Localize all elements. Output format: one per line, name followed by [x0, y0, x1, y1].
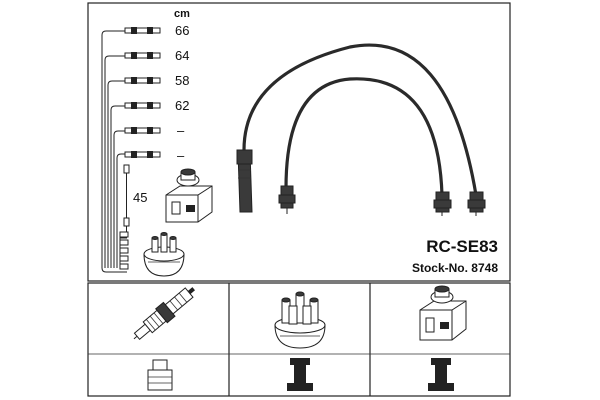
ignition-coil-icon [419, 285, 467, 341]
length-label-1: 66 [175, 23, 189, 38]
top-frame [87, 2, 511, 282]
length-label-6: – [177, 148, 185, 163]
length-label-4: 62 [175, 98, 189, 113]
length-label-2: 64 [175, 48, 189, 63]
distributor-cap-small [143, 232, 185, 277]
length-label-3: 58 [175, 73, 189, 88]
unit-label: cm [174, 8, 190, 20]
ignition-coil-small [165, 168, 213, 223]
side-length-label: 45 [133, 190, 147, 205]
model-number: RC-SE83 [426, 237, 498, 256]
stock-number: Stock-No. 8748 [412, 261, 498, 275]
length-label-5: – [177, 123, 185, 138]
terminal-icon-1 [147, 359, 173, 391]
bottom-frame [87, 282, 511, 397]
ignition-cable-set [236, 43, 486, 216]
distributor-cap-icon [274, 291, 326, 349]
terminal-icon-3 [428, 358, 454, 391]
lead-wires [101, 27, 161, 273]
spark-plug-icon [133, 287, 195, 341]
terminal-icon-2 [287, 358, 313, 391]
